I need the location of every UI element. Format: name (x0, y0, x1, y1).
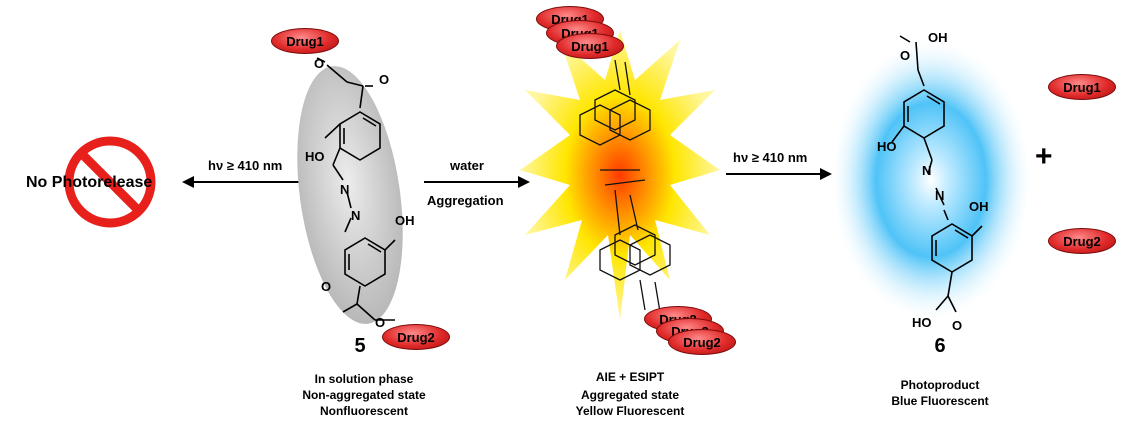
released-drug2: Drug2 (1048, 228, 1116, 254)
aggregate-caption-1: AIE + ESIPT (595, 370, 665, 384)
left-arrow-label: hν ≥ 410 nm (208, 158, 283, 173)
c6-n1: N (922, 163, 932, 178)
oh-left: HO (305, 149, 325, 164)
c6-oh-left: HO (877, 139, 897, 154)
plus-sign: + (1035, 140, 1053, 173)
compound-5-caption-3: Nonfluorescent (319, 404, 408, 418)
water-label: water (450, 158, 484, 173)
aggregate-caption-2: Aggregated state (580, 388, 680, 402)
n-label-2: N (351, 208, 361, 223)
o-label-1: O (314, 56, 325, 71)
compound-6-caption-1: Photoproduct (900, 378, 980, 392)
o-label-3: O (321, 279, 332, 294)
c6-o-top: O (900, 48, 911, 63)
c6-ho-bottom: HO (912, 315, 932, 330)
c6-oh-top: OH (928, 30, 948, 45)
aggregate-drug1-c: Drug1 (556, 33, 624, 59)
light-arrow-label: hν ≥ 410 nm (733, 150, 808, 165)
compound-6-number: 6 (934, 335, 946, 357)
aggregation-label: Aggregation (427, 193, 504, 208)
aggregate-drug2-c: Drug2 (668, 329, 736, 355)
compound-5-caption-2: Non-aggregated state (302, 388, 426, 402)
compound-6-structure (836, 35, 1031, 320)
light-arrow (726, 168, 832, 180)
n-label-1: N (340, 182, 350, 197)
aggregate-glow (520, 30, 720, 320)
c6-oh-right: OH (969, 199, 989, 214)
oh-right: OH (395, 213, 415, 228)
blue-glow (836, 40, 1031, 320)
o-label-2: O (379, 72, 390, 87)
left-arrow (182, 176, 302, 188)
aggregate-caption-3: Yellow Fluorescent (575, 404, 685, 418)
o-label-4: O (375, 315, 386, 330)
compound-5-caption-1: In solution phase (314, 372, 414, 386)
compound-5-number: 5 (354, 335, 366, 357)
compound-6-caption-2: Blue Fluorescent (891, 394, 989, 408)
c6-n2: N (935, 188, 945, 203)
compound-5-structure (297, 57, 403, 324)
no-photorelease-label: No Photorelease (26, 174, 153, 191)
drug2-label: Drug2 (382, 324, 450, 350)
gray-oval (297, 66, 403, 324)
water-arrow (424, 176, 530, 188)
c6-o-bottom: O (952, 318, 963, 333)
prohibition-icon (64, 136, 156, 228)
released-drug1: Drug1 (1048, 74, 1116, 100)
drug1-label: Drug1 (271, 28, 339, 54)
